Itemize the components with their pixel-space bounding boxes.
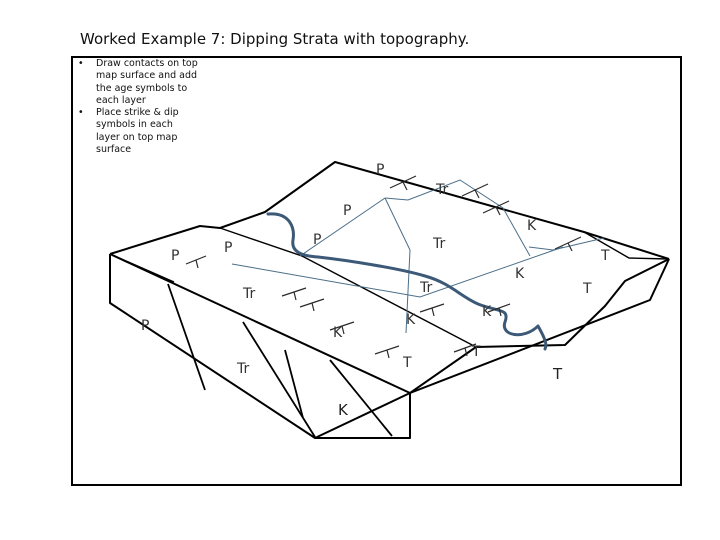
label-p-valley-left: P bbox=[171, 248, 179, 264]
instruction-item: • Draw contacts on top map surface and ad… bbox=[78, 58, 198, 107]
label-tr-front-left: Tr bbox=[242, 286, 255, 302]
layer-labels: P Tr P K P P P Tr T Tr Tr K T P K K K T … bbox=[141, 162, 610, 419]
instruction-item: • Place strike & dip symbols in each laye… bbox=[78, 107, 198, 156]
label-t-river: T bbox=[471, 344, 481, 360]
label-k-right-center: K bbox=[482, 304, 492, 320]
instructions-list: • Draw contacts on top map surface and ad… bbox=[78, 58, 198, 156]
bullet: • bbox=[78, 107, 84, 119]
instruction-text: Draw contacts on top map surface and add… bbox=[96, 58, 198, 106]
label-p-left-ridge: P bbox=[224, 240, 232, 256]
label-tr-front-mid: Tr bbox=[419, 280, 432, 296]
label-tr-valley-mid: Tr bbox=[432, 236, 445, 252]
contact-lines bbox=[231, 179, 605, 334]
label-tr-front-face: Tr bbox=[236, 361, 249, 377]
label-k-center: K bbox=[406, 312, 416, 328]
label-p-valley: P bbox=[313, 232, 321, 248]
label-k-front-face: K bbox=[338, 401, 349, 419]
label-p-ridge-top: P bbox=[376, 162, 384, 178]
label-p-mid-ridge: P bbox=[343, 203, 351, 219]
terrain-edges bbox=[109, 227, 670, 348]
label-p-front-face: P bbox=[141, 318, 149, 334]
strata-boundaries bbox=[167, 283, 393, 438]
label-t-front: T bbox=[402, 355, 412, 371]
strike-dip-symbols bbox=[185, 175, 582, 359]
label-t-right-face: T bbox=[552, 365, 563, 383]
label-k-front-left: K bbox=[333, 325, 343, 341]
label-t-far-right: T bbox=[600, 248, 610, 264]
label-k-valley-mid: K bbox=[515, 266, 525, 282]
page-title: Worked Example 7: Dipping Strata with to… bbox=[80, 30, 470, 48]
river bbox=[266, 212, 548, 351]
label-tr-ridge-top: Tr bbox=[435, 182, 448, 198]
label-k-ridge-right: K bbox=[527, 218, 537, 234]
label-t-right-slope: T bbox=[582, 281, 592, 297]
diagram-frame bbox=[71, 56, 682, 486]
bullet: • bbox=[78, 58, 84, 69]
block-outline bbox=[109, 161, 670, 439]
instruction-text: Place strike & dip symbols in each layer… bbox=[96, 107, 179, 156]
